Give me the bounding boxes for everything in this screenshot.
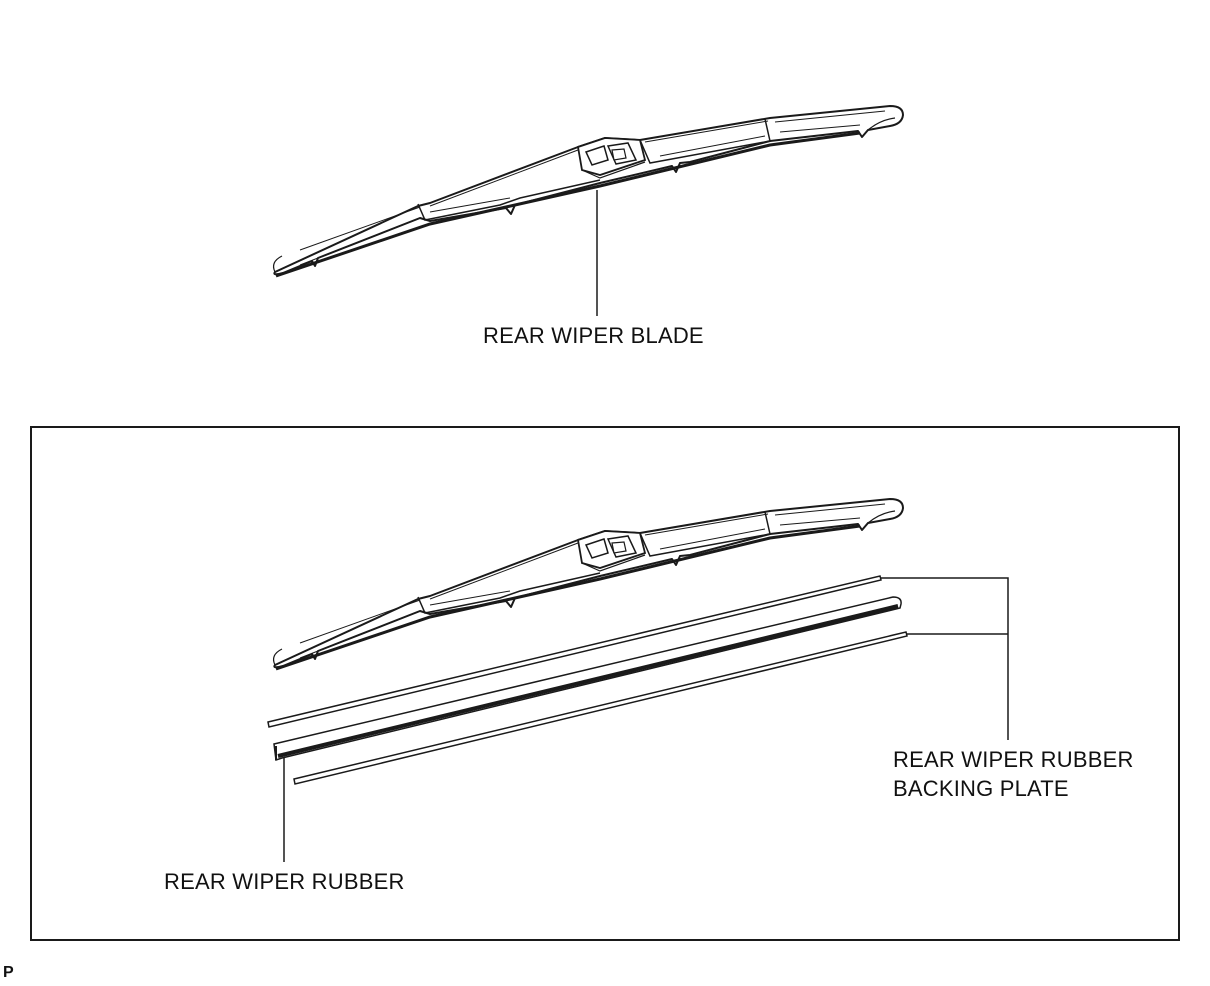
rear-wiper-blade-label: REAR WIPER BLADE <box>483 323 704 348</box>
exploded-view-frame <box>30 426 1180 941</box>
rear-wiper-blade-drawing <box>272 104 905 278</box>
backing-plate-upper <box>267 575 882 728</box>
rear-wiper-blade-exploded <box>272 497 905 671</box>
backing-plate-label-line2: BACKING PLATE <box>893 776 1069 801</box>
corner-mark: P <box>3 964 14 981</box>
backing-plate-lower <box>293 631 908 785</box>
backing-plate-label-line1: REAR WIPER RUBBER <box>893 747 1134 772</box>
rear-wiper-rubber-label: REAR WIPER RUBBER <box>164 869 405 894</box>
backing-plate-leader-line <box>880 577 1009 740</box>
